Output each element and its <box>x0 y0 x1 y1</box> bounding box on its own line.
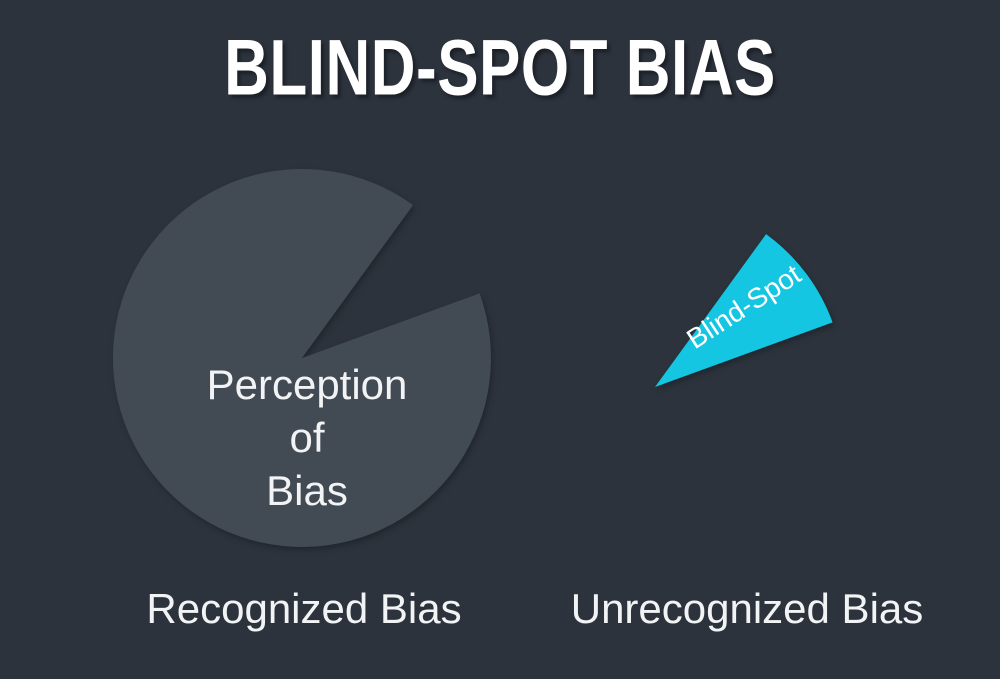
pie-label-line-1: Perception <box>206 361 408 408</box>
pie-slice-recognized-bias <box>112 168 491 547</box>
page-title: BLIND-SPOT BIAS <box>0 25 1000 113</box>
pie-label-line-3: Bias <box>266 467 348 514</box>
page-title-text: BLIND-SPOT BIAS <box>224 24 776 113</box>
pie-slice-blind-spot-wedge <box>655 234 833 387</box>
caption-recognized-bias: Recognized Bias <box>146 585 462 632</box>
pie-label-line-2: of <box>289 414 325 461</box>
pie-center-label: Perception of Bias <box>207 358 408 517</box>
caption-unrecognized-bias: Unrecognized Bias <box>570 585 924 632</box>
